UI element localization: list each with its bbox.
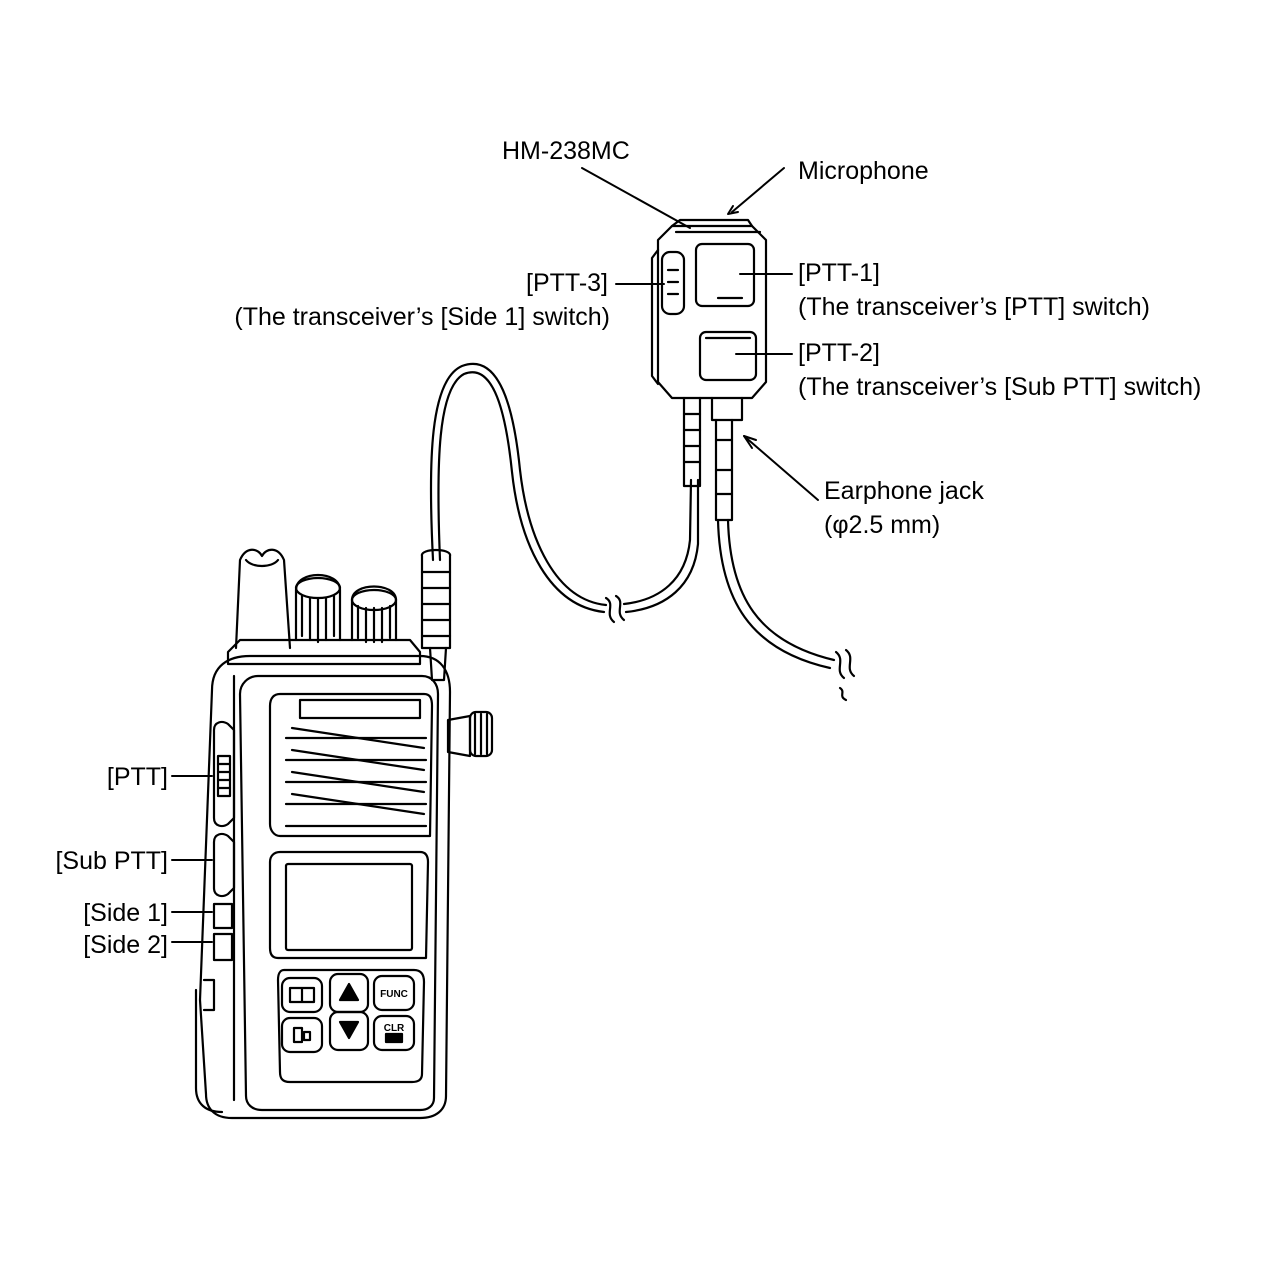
connector-screw <box>446 710 494 758</box>
ptt1-description: (The transceiver’s [PTT] switch) <box>798 293 1150 321</box>
earphone-jack-label: Earphone jack <box>824 477 984 505</box>
ptt2-label: [PTT-2] <box>798 339 880 367</box>
cable-connector <box>420 548 452 682</box>
transceiver <box>194 548 494 1120</box>
scan-key <box>280 1016 324 1054</box>
radio-sub-ptt-label: [Sub PTT] <box>55 847 168 875</box>
radio-side2-label: [Side 2] <box>83 931 168 959</box>
display-screen <box>284 862 414 952</box>
func-key-label: FUNC <box>380 989 408 1000</box>
earphone-size-label: (φ2.5 mm) <box>824 511 941 539</box>
channel-knob <box>350 585 398 644</box>
earphone-cable <box>716 518 856 702</box>
mic-ptt2-button <box>698 330 758 382</box>
side-ptt-button <box>212 720 236 828</box>
radio-ptt-label: [PTT] <box>106 763 168 791</box>
clr-key-label: CLR <box>384 1023 405 1034</box>
memory-key <box>280 976 324 1014</box>
side-1-button <box>212 902 234 930</box>
clr-key <box>372 1014 416 1052</box>
ptt3-label: [PTT-3] <box>526 269 608 297</box>
ptt2-description: (The transceiver’s [Sub PTT] switch) <box>798 373 1202 401</box>
leader-lines <box>171 167 819 943</box>
side-sub-ptt-button <box>212 832 236 898</box>
func-key <box>372 974 416 1012</box>
ptt3-description: (The transceiver’s [Side 1] switch) <box>234 303 610 331</box>
speaker-grille <box>268 692 434 838</box>
antenna <box>234 548 292 650</box>
model-label: HM-238MC <box>502 137 630 165</box>
side-2-button <box>212 932 234 962</box>
down-key <box>328 1010 370 1052</box>
speaker-microphone <box>650 218 768 522</box>
radio-side1-label: [Side 1] <box>83 899 168 927</box>
microphone-label: Microphone <box>798 157 929 185</box>
volume-knob <box>294 573 342 644</box>
ptt1-label: [PTT-1] <box>798 259 880 287</box>
microphone-cable <box>429 362 700 624</box>
